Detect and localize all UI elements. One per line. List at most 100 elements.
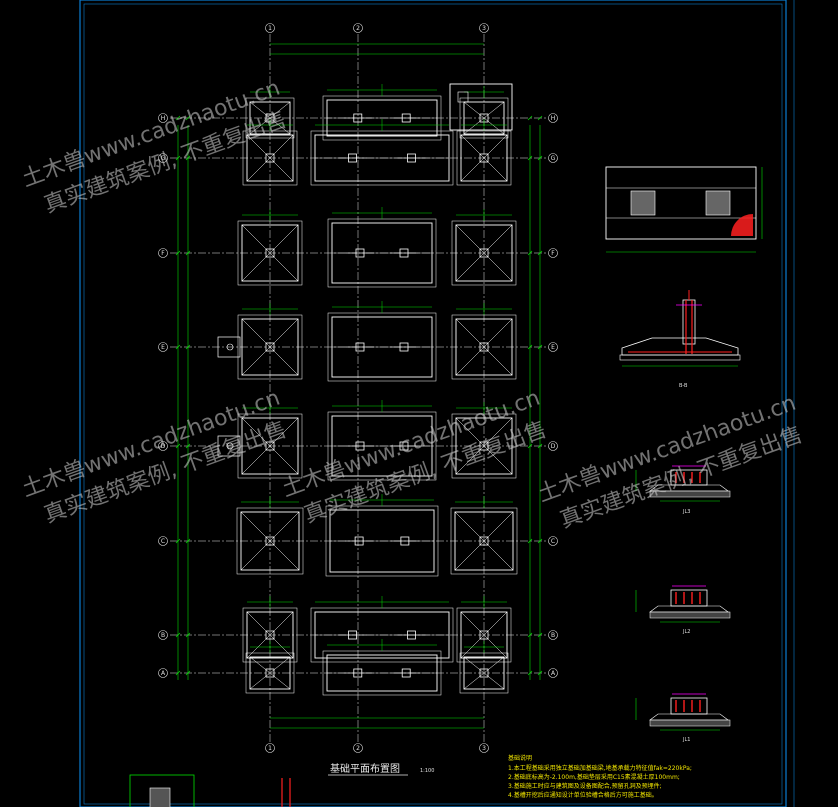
dimension-tick-6 bbox=[527, 632, 533, 638]
axis-label-col-2: 2 bbox=[356, 745, 360, 752]
column-pier bbox=[479, 668, 489, 678]
column-pier bbox=[479, 342, 489, 352]
footing-B-2 bbox=[310, 596, 454, 663]
dimension-tick-0 bbox=[175, 115, 181, 121]
drawing-inner-frame bbox=[83, 3, 783, 805]
section-cushion bbox=[619, 354, 741, 361]
beam-label-jl1: JL1 bbox=[682, 737, 690, 743]
footing-E-3 bbox=[451, 303, 517, 380]
axis-bubble-col-3-bottom bbox=[479, 743, 489, 753]
axis-bubble-row-G-left bbox=[158, 153, 168, 163]
beam-section-1 bbox=[635, 465, 731, 502]
dimension-tick-5 bbox=[175, 538, 181, 544]
note-line-2: 2.基础底标高为-2.100m,基础垫层采用C15素混凝土厚100mm; bbox=[508, 773, 680, 781]
dimension-tick-7 bbox=[185, 670, 191, 676]
footing-D-1 bbox=[237, 402, 303, 479]
footing-G-1 bbox=[242, 119, 298, 186]
dimension-tick-1 bbox=[185, 155, 191, 161]
corner-detail-outline bbox=[129, 774, 195, 807]
footing-slope-line bbox=[249, 101, 291, 135]
footing-G-2 bbox=[310, 119, 454, 186]
dimension-tick-0 bbox=[537, 115, 543, 121]
axis-label-row-H: H bbox=[161, 115, 166, 122]
footing-outline bbox=[240, 511, 300, 571]
footing-slope-line bbox=[455, 417, 513, 475]
beam-cushion bbox=[649, 611, 731, 619]
beam-cushion bbox=[649, 719, 731, 727]
dimension-tick-4 bbox=[175, 443, 181, 449]
footing-D-3 bbox=[451, 402, 517, 479]
column-pier bbox=[479, 441, 489, 451]
axis-bubble-row-B-left bbox=[158, 630, 168, 640]
dimension-tick-7 bbox=[527, 670, 533, 676]
axis-bubble-row-E-left bbox=[158, 342, 168, 352]
footing-slope-line bbox=[246, 611, 294, 659]
footing-outline bbox=[454, 511, 514, 571]
dimension-tick-5 bbox=[537, 538, 543, 544]
axis-bubble-row-F-left bbox=[158, 248, 168, 258]
dimension-tick-3 bbox=[185, 344, 191, 350]
footing-slope-line bbox=[460, 611, 508, 659]
dimension-tick-2 bbox=[175, 250, 181, 256]
axis-bubble-row-A-left bbox=[158, 668, 168, 678]
footing-slope-line bbox=[246, 134, 294, 182]
axis-label-row-G: G bbox=[551, 155, 556, 162]
axis-label-row-E: E bbox=[161, 344, 165, 351]
footing-outline bbox=[246, 611, 294, 659]
axis-bubble-row-C-right bbox=[548, 536, 558, 546]
beam-cushion bbox=[649, 490, 731, 498]
dimension-tick-7 bbox=[175, 670, 181, 676]
axis-label-col-1: 1 bbox=[268, 25, 272, 32]
footing-F-2 bbox=[327, 207, 437, 288]
footing-outline bbox=[460, 134, 508, 182]
footing-slope-line bbox=[241, 417, 299, 475]
note-line-4: 4.基槽开挖后应通知设计单位验槽合格后方可施工基础。 bbox=[508, 791, 658, 799]
axis-bubble-row-E-right bbox=[548, 342, 558, 352]
footing-F-3 bbox=[451, 209, 517, 286]
axis-label-row-A: A bbox=[161, 670, 166, 677]
footing-H-2 bbox=[322, 84, 442, 141]
column-pier bbox=[479, 153, 489, 163]
dimension-tick-2 bbox=[185, 250, 191, 256]
axis-bubble-row-A-right bbox=[548, 668, 558, 678]
column-pier bbox=[479, 630, 489, 640]
note-line-3: 3.基础施工时应与建筑图及设备图配合,预留孔洞及预埋件; bbox=[508, 782, 662, 790]
footing-G-3 bbox=[456, 119, 512, 186]
axis-label-col-3: 3 bbox=[482, 745, 486, 752]
detail-plan-outline bbox=[605, 166, 757, 240]
footing-E-1 bbox=[237, 303, 303, 380]
axis-bubble-col-3-top bbox=[479, 23, 489, 33]
dimension-tick-3 bbox=[527, 344, 533, 350]
axis-bubble-row-C-left bbox=[158, 536, 168, 546]
dimension-tick-6 bbox=[175, 632, 181, 638]
dimension-tick-5 bbox=[185, 538, 191, 544]
axis-label-row-F: F bbox=[551, 250, 555, 257]
axis-bubble-col-2-top bbox=[353, 23, 363, 33]
column-pier bbox=[479, 536, 489, 546]
axis-label-row-C: C bbox=[161, 538, 165, 545]
dimension-tick-7 bbox=[537, 670, 543, 676]
dimension-tick-6 bbox=[185, 632, 191, 638]
footing-A-3 bbox=[459, 641, 509, 694]
drawing-frame bbox=[79, 0, 787, 807]
beam-haunch bbox=[649, 605, 729, 613]
footing-C-2 bbox=[325, 494, 439, 577]
axis-bubble-row-H-left bbox=[158, 113, 168, 123]
axis-label-row-C: C bbox=[551, 538, 555, 545]
footing-B-3 bbox=[456, 596, 512, 663]
footing-C-1 bbox=[236, 496, 304, 575]
footing-H-3 bbox=[459, 86, 509, 139]
column-pier bbox=[265, 668, 275, 678]
footing-slope-line bbox=[249, 656, 291, 690]
footing-outline bbox=[455, 417, 513, 475]
dimension-tick-3 bbox=[175, 344, 181, 350]
column-pier bbox=[265, 536, 275, 546]
footing-outline bbox=[455, 318, 513, 376]
axis-label-row-E: E bbox=[551, 344, 555, 351]
beam-label-jl2: JL2 bbox=[682, 629, 690, 635]
footing-outline bbox=[246, 134, 294, 182]
footing-A-1 bbox=[245, 641, 295, 694]
detail-plan-column-1 bbox=[705, 190, 731, 216]
footing-outline bbox=[460, 611, 508, 659]
